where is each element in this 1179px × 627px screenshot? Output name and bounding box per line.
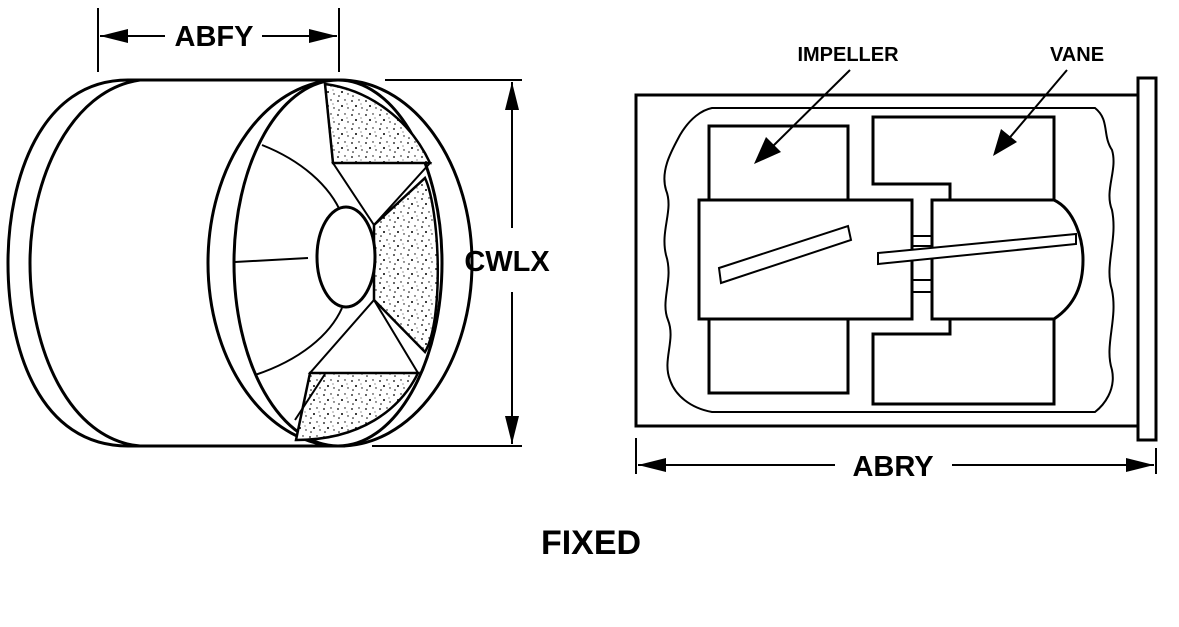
vane-blade: [877, 232, 1077, 266]
fan-housing-view: [6, 78, 474, 448]
housing-back-rim: [28, 78, 141, 448]
dimension-abry: ABRY: [635, 438, 1157, 483]
vane-upper-block: [871, 115, 1056, 202]
cutaway-outline: [663, 107, 1115, 413]
callout-vane: VANE: [993, 44, 1104, 156]
cross-section-view: [634, 76, 1158, 442]
vane-face-1: [331, 162, 433, 227]
impeller-body: [697, 198, 914, 321]
impeller-upper-block: [707, 124, 850, 202]
blade-line-left: [234, 257, 309, 263]
vane-lower: [294, 371, 420, 442]
shaft-lower: [911, 279, 933, 293]
shaft-upper: [911, 235, 933, 247]
end-flange: [1136, 76, 1158, 442]
dimension-label-cwlx: CWLX: [464, 246, 550, 278]
dimension-cwlx: CWLX: [372, 79, 550, 447]
vane-face-2: [307, 298, 420, 374]
housing-body: [6, 78, 345, 448]
dimension-abfy: ABFY: [97, 8, 340, 72]
figure-caption: FIXED: [541, 524, 641, 562]
callout-impeller: IMPELLER: [754, 44, 899, 164]
callout-label-impeller: IMPELLER: [797, 44, 899, 66]
vane-body: [930, 198, 1085, 321]
hub: [315, 205, 377, 309]
dimension-label-abfy: ABFY: [175, 21, 254, 53]
impeller-lower-block: [707, 317, 850, 395]
blade-curve-upper: [261, 144, 343, 216]
blade-curve-lower: [254, 307, 343, 376]
blade-line-lower-left: [294, 373, 326, 421]
dimension-label-abry: ABRY: [852, 451, 933, 483]
vane-right: [372, 175, 439, 355]
blade-line-upper: [324, 83, 334, 164]
vane-lower-block: [871, 317, 1056, 406]
callout-label-vane: VANE: [1050, 44, 1104, 66]
impeller-blade: [717, 224, 853, 285]
